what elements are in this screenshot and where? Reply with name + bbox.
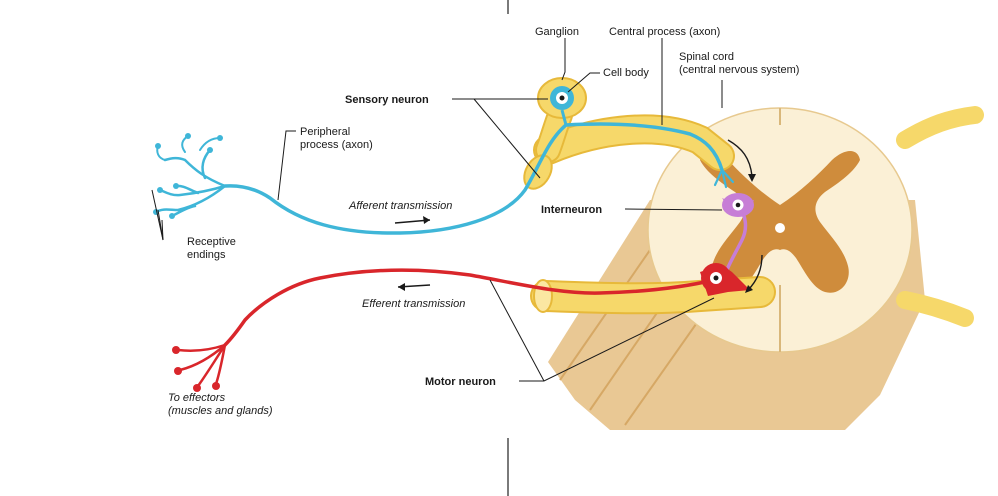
label-receptive: Receptive bbox=[187, 236, 236, 248]
label-muscles-glands: (muscles and glands) bbox=[168, 405, 273, 417]
effector-endings bbox=[176, 343, 227, 388]
label-receptive-endings: endings bbox=[187, 249, 226, 261]
label-to-effectors: To effectors bbox=[168, 392, 226, 404]
gray-matter bbox=[700, 151, 860, 293]
central-canal bbox=[775, 223, 785, 233]
right-dorsal-root bbox=[896, 106, 984, 149]
central-process-axon bbox=[564, 122, 724, 172]
spinal-cord bbox=[548, 107, 925, 430]
sensory-neuron bbox=[153, 122, 735, 235]
dorsal-flow-arrow bbox=[727, 139, 753, 177]
label-efferent-transmission: Efferent transmission bbox=[362, 298, 465, 310]
ventral-root-cut bbox=[533, 279, 553, 313]
leader-lines bbox=[151, 38, 723, 382]
label-sensory-neuron: Sensory neuron bbox=[345, 94, 429, 106]
interneuron bbox=[722, 193, 754, 274]
ganglion bbox=[537, 77, 587, 126]
right-ventral-root bbox=[896, 291, 974, 327]
label-peripheral: Peripheral bbox=[300, 126, 350, 138]
motor-neuron bbox=[172, 263, 750, 392]
ventral-root bbox=[532, 278, 774, 313]
label-ganglion: Ganglion bbox=[535, 26, 579, 38]
receptive-branch-upper bbox=[163, 148, 227, 188]
label-interneuron: Interneuron bbox=[541, 204, 602, 216]
motor-axon bbox=[223, 268, 716, 347]
labels: Ganglion Central process (axon) Cell bod… bbox=[168, 26, 799, 417]
label-cell-body: Cell body bbox=[603, 67, 649, 79]
label-peripheral-process: process (axon) bbox=[300, 139, 373, 151]
label-spinal-cord-cns: (central nervous system) bbox=[679, 64, 799, 76]
label-central-process: Central process (axon) bbox=[609, 26, 720, 38]
peripheral-process-axon bbox=[223, 123, 568, 235]
label-motor-neuron: Motor neuron bbox=[425, 376, 496, 388]
label-spinal-cord: Spinal cord bbox=[679, 51, 734, 63]
label-afferent-transmission: Afferent transmission bbox=[348, 200, 452, 212]
